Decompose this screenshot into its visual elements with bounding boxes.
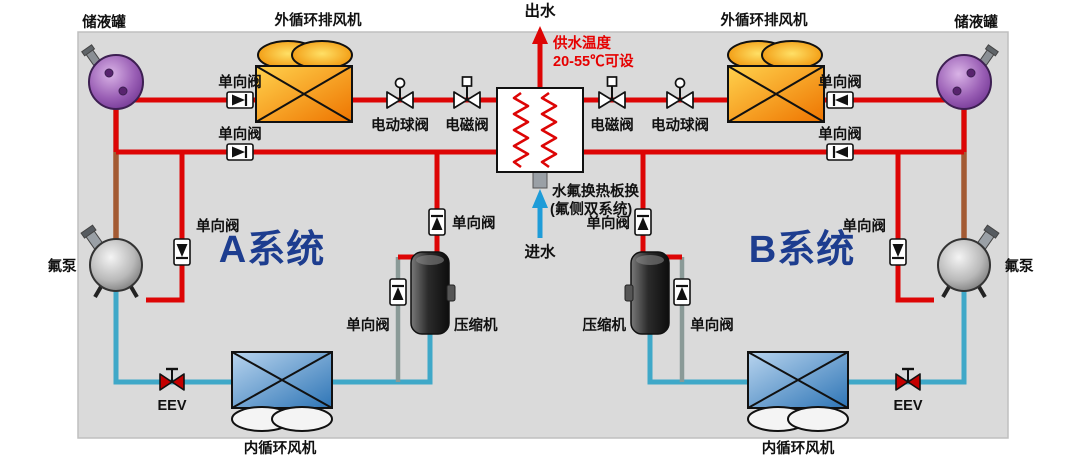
label-compressor-right: 压缩机 — [583, 316, 627, 334]
fluorine-pump-right — [937, 224, 1000, 299]
check-valve-compressor-left — [427, 207, 447, 237]
label-check-valve: 单向阀 — [818, 125, 862, 143]
tank-vessel — [88, 54, 144, 110]
hx-coil-right — [540, 91, 558, 169]
external-fan-right — [727, 40, 825, 123]
hx-body — [496, 87, 584, 173]
check-valve-compressor-right — [633, 207, 653, 237]
tank-port — [104, 68, 114, 78]
bypass-pipes — [395, 257, 685, 382]
check-valve-mid-left — [225, 142, 255, 162]
compressor-right — [624, 251, 670, 335]
label-ext-fan-left: 外循环排风机 — [275, 11, 362, 29]
compressor-cap — [636, 255, 664, 265]
tank-port — [952, 86, 962, 96]
label-check-valve: 单向阀 — [843, 217, 887, 235]
label-check-valve: 单向阀 — [218, 125, 262, 143]
fan-blade-icon — [271, 406, 333, 432]
tank-port — [118, 86, 128, 96]
pipe-hot-pump-branch-left — [146, 152, 185, 303]
label-water-out: 出水 — [524, 1, 556, 20]
check-valve-bypass-left — [388, 277, 408, 307]
label-tank-left: 储液罐 — [82, 13, 126, 31]
compressor-port — [446, 284, 456, 302]
check-valve-bypass-right — [672, 277, 692, 307]
tank-port — [966, 68, 976, 78]
check-valve-pump-right — [888, 237, 908, 267]
label-supply-temp-1: 供水温度 — [552, 34, 611, 52]
coil-cross-line — [747, 351, 849, 409]
coil-cross-line — [255, 65, 353, 123]
tank-fitting-icon — [81, 44, 101, 66]
label-check-valve: 单向阀 — [346, 316, 390, 334]
label-check-valve: 单向阀 — [452, 214, 496, 232]
label-int-fan-left: 内循环风机 — [244, 439, 317, 457]
internal-fan-right — [747, 351, 849, 432]
check-valve-pump-left — [172, 237, 192, 267]
label-check-valve: 单向阀 — [196, 217, 240, 235]
label-supply-temp-2: 20-55℃可设 — [553, 53, 634, 70]
label-hx-line2: (氟侧双系统) — [550, 200, 632, 218]
fan-blade-icon — [787, 406, 849, 432]
label-ball-valve-left: 电动球阀 — [371, 116, 429, 134]
storage-tank-right — [936, 44, 999, 110]
compressor-port — [624, 284, 634, 302]
label-pump-left: 氟泵 — [48, 257, 77, 275]
pump-body — [89, 238, 143, 292]
fluorine-pump-left — [80, 224, 143, 299]
pump-body — [937, 238, 991, 292]
fan-blade-icon — [291, 40, 353, 70]
plate-heat-exchanger — [496, 87, 584, 173]
label-eev-left: EEV — [157, 398, 186, 414]
label-tank-right: 储液罐 — [954, 13, 998, 31]
label-check-valve: 单向阀 — [818, 73, 862, 91]
label-pump-right: 氟泵 — [1005, 257, 1034, 275]
coil-cross-line — [231, 351, 333, 409]
compressor-cap — [416, 255, 444, 265]
label-check-valve: 单向阀 — [218, 73, 262, 91]
water-in-arrow — [532, 189, 548, 208]
label-compressor-left: 压缩机 — [454, 316, 498, 334]
coil-cross-line — [727, 65, 825, 123]
label-check-valve: 单向阀 — [587, 214, 631, 232]
fan-blade-icon — [761, 40, 823, 70]
check-valve-top-left — [225, 90, 255, 110]
label-ball-valve-right: 电动球阀 — [651, 116, 709, 134]
label-eev-right: EEV — [893, 398, 922, 414]
tank-vessel — [936, 54, 992, 110]
external-fan-left — [255, 40, 353, 123]
check-valve-mid-right — [825, 142, 855, 162]
hx-coil-left — [512, 91, 530, 169]
label-system-a: A系统 — [219, 229, 325, 271]
tank-fitting-icon — [979, 44, 999, 66]
label-int-fan-right: 内循环风机 — [762, 439, 835, 457]
label-system-b: B系统 — [749, 229, 855, 271]
check-valve-top-right — [825, 90, 855, 110]
label-ext-fan-right: 外循环排风机 — [721, 11, 808, 29]
label-solenoid-left: 电磁阀 — [445, 116, 489, 134]
label-hx-line1: 水氟换热板换 — [552, 182, 639, 200]
compressor-left — [410, 251, 456, 335]
storage-tank-left — [81, 44, 144, 110]
pipe-hot-pump-branch-right — [895, 152, 934, 303]
internal-fan-left — [231, 351, 333, 432]
label-solenoid-right: 电磁阀 — [590, 116, 634, 134]
label-water-in: 进水 — [524, 242, 556, 261]
water-out-arrow — [532, 26, 548, 44]
label-check-valve: 单向阀 — [690, 316, 734, 334]
